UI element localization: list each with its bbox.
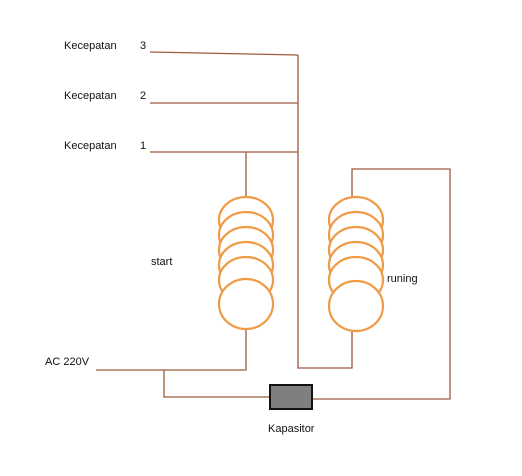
speed-1-number: 1	[140, 140, 146, 152]
speed-2-number: 2	[140, 90, 146, 102]
speed-1-label: Kecepatan	[64, 140, 117, 152]
power-source-label: AC 220V	[45, 356, 90, 368]
wire-speed-3	[149, 51, 299, 56]
speed-2-label: Kecepatan	[64, 90, 117, 102]
capacitor	[269, 384, 313, 410]
speed-3-number: 3	[140, 40, 146, 52]
wire-capacitor-left	[163, 370, 270, 398]
wire-common-vertical	[297, 55, 353, 369]
running-coil-label: runing	[387, 273, 418, 285]
start-coil	[217, 195, 275, 331]
wire-start-coil-bottom	[96, 330, 247, 371]
speed-3-label: Kecepatan	[64, 40, 117, 52]
capacitor-label: Kapasitor	[268, 423, 315, 435]
wires	[96, 51, 451, 400]
wire-running-coil-top	[312, 168, 451, 400]
running-coil	[327, 195, 385, 333]
start-coil-label: start	[151, 256, 172, 268]
